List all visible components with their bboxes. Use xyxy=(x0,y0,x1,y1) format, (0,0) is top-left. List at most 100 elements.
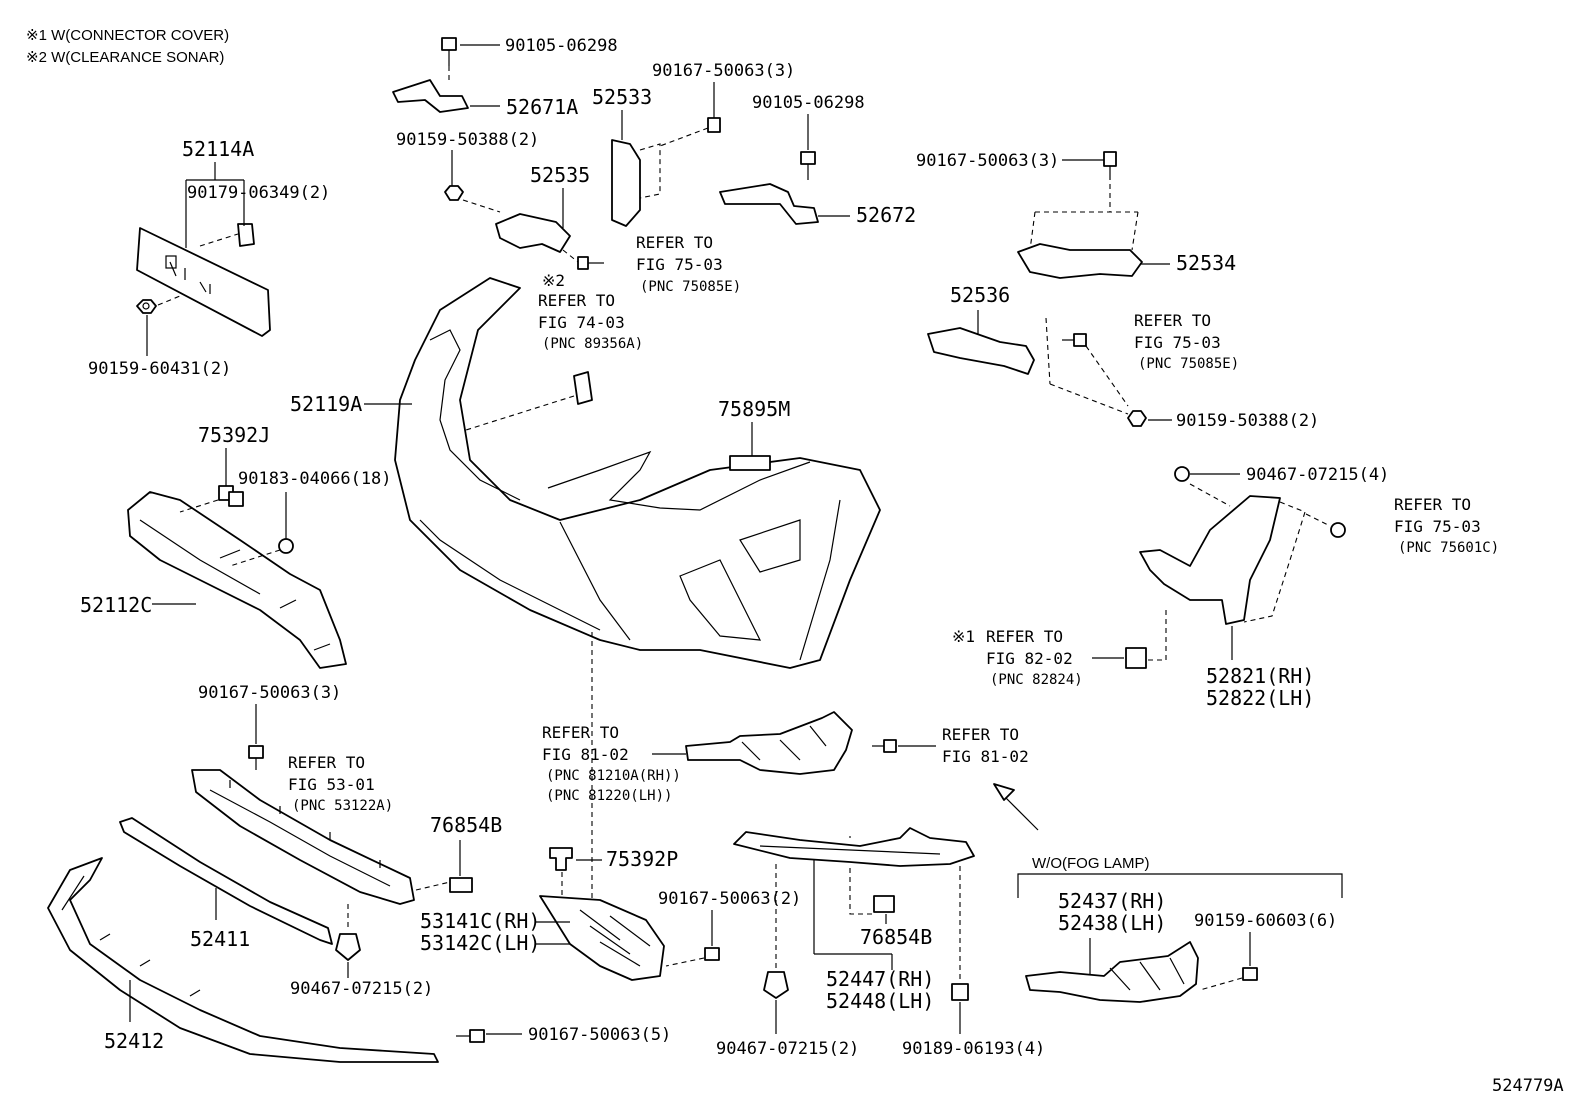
label-75895M: 75895M xyxy=(718,397,790,421)
nut-90159-50388-right[interactable] xyxy=(1127,410,1147,427)
ref-fig-82-02[interactable]: ※1 REFER TO FIG 82-02 (PNC 82824) xyxy=(952,627,1083,688)
side-support-52821[interactable] xyxy=(1139,495,1281,625)
direction-arrow xyxy=(993,783,1039,831)
label-90167-50063-bottom: 90167-50063(5) xyxy=(528,1025,671,1045)
label-90159-60431: 90159-60431(2) xyxy=(88,359,231,379)
label-90179-06349: 90179-06349(2) xyxy=(187,183,330,203)
garnish-52447[interactable] xyxy=(733,827,975,867)
label-90159-60603: 90159-60603(6) xyxy=(1194,911,1337,931)
pad-76854B-left[interactable] xyxy=(449,877,473,893)
clip-75392J[interactable] xyxy=(218,485,244,507)
svg-text:※2: ※2 xyxy=(542,271,565,290)
svg-text:FIG 75-03: FIG 75-03 xyxy=(636,255,723,274)
svg-text:(PNC 81210A(RH)): (PNC 81210A(RH)) xyxy=(546,768,681,784)
svg-text:REFER TO: REFER TO xyxy=(538,291,615,310)
label-90167-50063-left: 90167-50063(3) xyxy=(198,683,341,703)
fog-cover-53141C[interactable] xyxy=(539,895,665,981)
label-90189-06193: 90189-06193(4) xyxy=(902,1039,1045,1059)
screw-81-02[interactable] xyxy=(872,739,897,753)
bracket-52535[interactable] xyxy=(495,213,571,253)
label-90159-50388-top: 90159-50388(2) xyxy=(396,130,539,150)
bolt-90167-right[interactable] xyxy=(1103,151,1117,180)
svg-text:(PNC 75601C): (PNC 75601C) xyxy=(1398,540,1499,556)
label-75392P: 75392P xyxy=(606,847,678,871)
turn-lamp-assembly[interactable] xyxy=(685,711,853,775)
label-52671A: 52671A xyxy=(506,95,578,119)
connector-cover-82824[interactable] xyxy=(1125,647,1147,669)
bolt-90167-top[interactable] xyxy=(707,117,721,133)
bolt-90159-60603[interactable] xyxy=(1242,967,1258,981)
sonar-pad[interactable] xyxy=(573,371,593,405)
label-53142C: 53142C(LH) xyxy=(420,931,540,955)
svg-text:FIG 75-03: FIG 75-03 xyxy=(1134,333,1221,352)
svg-text:FIG 75-03: FIG 75-03 xyxy=(1394,517,1481,536)
clip-75601C[interactable] xyxy=(1330,522,1346,538)
note-clearance-sonar: ※2 W(CLEARANCE SONAR) xyxy=(26,49,224,66)
label-90167-50063-mid: 90167-50063(2) xyxy=(658,889,801,909)
label-sticker-75895M[interactable] xyxy=(729,455,771,471)
bolt-90159-60431[interactable] xyxy=(136,299,157,314)
clip-90467-right[interactable] xyxy=(1174,466,1190,482)
fog-lamp-cover-52437[interactable] xyxy=(1025,941,1199,1003)
clip-90189[interactable] xyxy=(951,983,969,1001)
svg-text:REFER TO: REFER TO xyxy=(1134,311,1211,330)
label-90467-07215-right: 90467-07215(4) xyxy=(1246,465,1389,485)
svg-text:REFER TO: REFER TO xyxy=(636,233,713,252)
label-52412: 52412 xyxy=(104,1029,164,1053)
label-90167-50063-right: 90167-50063(3) xyxy=(916,151,1059,171)
label-52534: 52534 xyxy=(1176,251,1236,275)
label-90159-50388-right: 90159-50388(2) xyxy=(1176,411,1319,431)
svg-text:FIG 81-02: FIG 81-02 xyxy=(942,747,1029,766)
bracket-52672[interactable] xyxy=(719,183,819,225)
svg-text:(PNC 81220(LH)): (PNC 81220(LH)) xyxy=(546,788,672,804)
pad-76854B-right[interactable] xyxy=(873,895,895,913)
note-connector-cover: ※1 W(CONNECTOR COVER) xyxy=(26,27,229,44)
lower-grille-mount[interactable] xyxy=(191,769,415,905)
label-52533: 52533 xyxy=(592,85,652,109)
label-52114A: 52114A xyxy=(182,137,254,161)
nut-90159-50388-top[interactable] xyxy=(444,185,464,201)
label-52672: 52672 xyxy=(856,203,916,227)
retainer-90183[interactable] xyxy=(278,538,294,554)
bumper-cover-52119A[interactable] xyxy=(394,277,881,669)
ref-fig-75-03-left[interactable]: REFER TO FIG 75-03 (PNC 75085E) xyxy=(636,233,741,295)
bracket-52671A[interactable] xyxy=(392,79,469,113)
label-90183-04066: 90183-04066(18) xyxy=(238,469,392,489)
label-90105-06298-top: 90105-06298 xyxy=(505,36,618,56)
svg-text:(PNC 75085E): (PNC 75085E) xyxy=(640,279,741,295)
ref-fig-75-03-right[interactable]: REFER TO FIG 75-03 (PNC 75085E) xyxy=(1134,311,1239,372)
svg-text:(PNC 53122A): (PNC 53122A) xyxy=(292,798,393,814)
bolt-90167-left[interactable] xyxy=(248,745,264,770)
bolt-90105-top[interactable] xyxy=(441,37,457,66)
screw-75085E-right[interactable] xyxy=(1062,333,1087,347)
ref-fig-53-01[interactable]: REFER TO FIG 53-01 (PNC 53122A) xyxy=(288,753,393,814)
license-plate-bracket[interactable] xyxy=(136,227,271,337)
bolt-90167-bottom[interactable] xyxy=(456,1029,485,1043)
label-75392J: 75392J xyxy=(198,423,270,447)
absorber-52112C[interactable] xyxy=(127,491,347,669)
ref-fig-75-03-75601C[interactable]: REFER TO FIG 75-03 (PNC 75601C) xyxy=(1394,495,1499,556)
bracket-52534[interactable] xyxy=(1017,243,1143,279)
bracket-52533[interactable] xyxy=(611,139,661,227)
svg-text:REFER TO: REFER TO xyxy=(942,725,1019,744)
clip-90467-bottom[interactable] xyxy=(763,971,789,999)
ref-fig-81-02-right[interactable]: REFER TO FIG 81-02 xyxy=(942,725,1029,766)
bolt-90167-mid[interactable] xyxy=(704,947,720,961)
molding-52411[interactable] xyxy=(119,817,333,945)
ref-fig-81-02-left[interactable]: REFER TO FIG 81-02 (PNC 81210A(RH)) (PNC… xyxy=(542,723,681,804)
label-52119A: 52119A xyxy=(290,392,362,416)
screw-75085E-left[interactable] xyxy=(577,256,604,270)
bracket-52536[interactable] xyxy=(927,327,1035,375)
bolt-90105-right[interactable] xyxy=(800,151,816,180)
bumper-extension-52412[interactable] xyxy=(47,857,439,1063)
svg-text:FIG 53-01: FIG 53-01 xyxy=(288,775,375,794)
clip-90467-mid[interactable] xyxy=(335,933,361,961)
clip-90179[interactable] xyxy=(237,223,255,247)
svg-text:REFER TO: REFER TO xyxy=(1394,495,1471,514)
label-90467-07215-bottom: 90467-07215(2) xyxy=(716,1039,859,1059)
clip-75392P[interactable] xyxy=(549,847,573,871)
label-90467-07215-mid: 90467-07215(2) xyxy=(290,979,433,999)
label-76854B-right: 76854B xyxy=(860,925,932,949)
ref-fig-74-03[interactable]: ※2 REFER TO FIG 74-03 (PNC 89356A) xyxy=(538,271,643,352)
